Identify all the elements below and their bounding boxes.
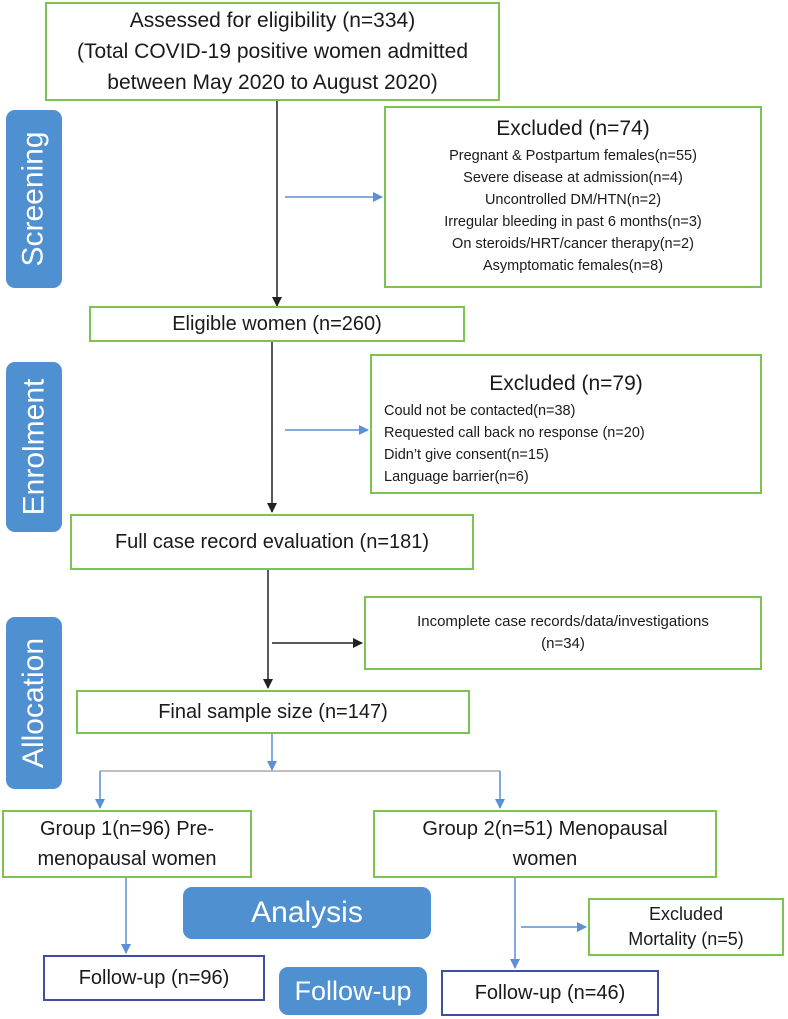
group1-line1: Group 1(n=96) Pre- <box>40 818 214 840</box>
excluded1-title: Excluded (n=74) <box>496 117 650 140</box>
incomplete-box: Incomplete case records/data/investigati… <box>364 596 762 670</box>
excluded2-item: Didn’t give consent(n=15) <box>384 447 549 463</box>
followup1-label: Follow-up (n=96) <box>78 966 230 989</box>
group2-line1: Group 2(n=51) Menopausal <box>422 818 668 840</box>
stage-allocation-label: Allocation <box>17 637 51 769</box>
group1-line2: menopausal women <box>37 848 217 870</box>
stage-analysis-label: Analysis <box>251 896 363 929</box>
final-sample-box: Final sample size (n=147) <box>76 690 470 734</box>
stage-enrolment-label: Enrolment <box>17 378 51 516</box>
stage-followup-label: Follow-up <box>294 975 412 1006</box>
followup2-box: Follow-up (n=46) <box>441 970 659 1016</box>
excluded2-box: Excluded (n=79) Could not be contacted(n… <box>370 354 762 494</box>
stage-followup: Follow-up <box>279 967 427 1015</box>
assessed-line3: between May 2020 to August 2020) <box>107 71 438 94</box>
excluded1-item: On steroids/HRT/cancer therapy(n=2) <box>452 236 694 252</box>
stage-screening: Screening <box>6 110 62 288</box>
excluded1-box: Excluded (n=74) Pregnant & Postpartum fe… <box>384 106 762 288</box>
group1-box: Group 1(n=96) Pre- menopausal women <box>2 810 252 878</box>
excluded1-item: Severe disease at admission(n=4) <box>463 170 683 186</box>
stage-analysis: Analysis <box>183 887 431 939</box>
incomplete-line2: (n=34) <box>541 635 585 652</box>
followup2-label: Follow-up (n=46) <box>474 981 626 1004</box>
eligible-label: Eligible women (n=260) <box>172 312 382 335</box>
full-case-label: Full case record evaluation (n=181) <box>114 530 430 553</box>
excluded2-item: Requested call back no response (n=20) <box>384 425 645 441</box>
stage-enrolment: Enrolment <box>6 362 62 532</box>
excluded3-line1: Excluded <box>648 904 724 924</box>
excluded2-item: Language barrier(n=6) <box>384 469 529 485</box>
assessed-box: Assessed for eligibility (n=334) (Total … <box>45 2 500 101</box>
group2-box: Group 2(n=51) Menopausal women <box>373 810 717 878</box>
excluded2-item: Could not be contacted(n=38) <box>384 403 576 419</box>
excluded3-line2: Mortality (n=5) <box>628 929 744 949</box>
excluded3-box: Excluded Mortality (n=5) <box>588 898 784 956</box>
group2-line2: women <box>512 848 578 870</box>
incomplete-line1: Incomplete case records/data/investigati… <box>417 613 709 630</box>
stage-screening-label: Screening <box>17 131 50 267</box>
excluded2-title: Excluded (n=79) <box>489 372 643 395</box>
assessed-line1: Assessed for eligibility (n=334) <box>129 9 416 32</box>
assessed-line2: (Total COVID-19 positive women admitted <box>77 40 468 63</box>
full-case-box: Full case record evaluation (n=181) <box>70 514 474 570</box>
stage-allocation: Allocation <box>6 617 62 789</box>
excluded1-item: Asymptomatic females(n=8) <box>482 258 664 274</box>
excluded1-item: Uncontrolled DM/HTN(n=2) <box>484 192 662 208</box>
excluded1-item: Pregnant & Postpartum females(n=55) <box>449 148 697 164</box>
eligible-box: Eligible women (n=260) <box>89 306 465 342</box>
excluded1-item: Irregular bleeding in past 6 months(n=3) <box>444 214 702 230</box>
followup1-box: Follow-up (n=96) <box>43 955 265 1001</box>
final-sample-label: Final sample size (n=147) <box>158 700 388 723</box>
